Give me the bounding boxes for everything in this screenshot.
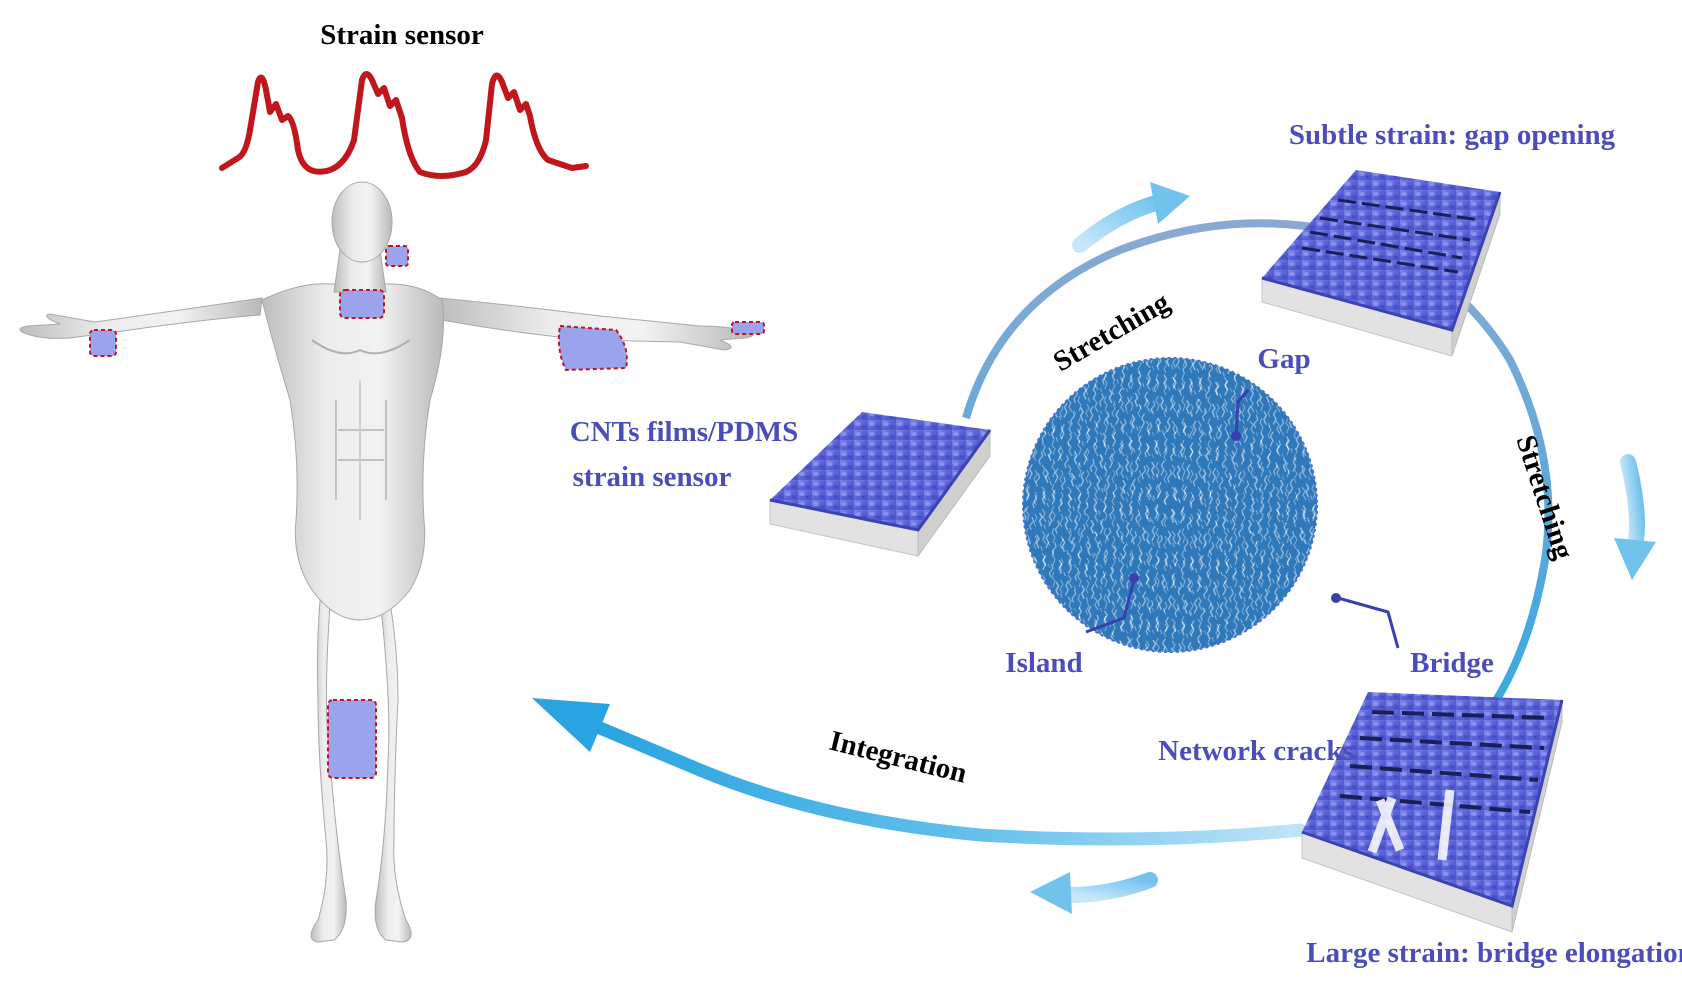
- cnt-label-line1: CNTs films/PDMS: [570, 416, 799, 448]
- film-block-icon: [769, 412, 992, 558]
- sensor-patch-icon: [731, 321, 765, 335]
- subtle-strain-label: Subtle strain: gap opening: [1289, 119, 1616, 151]
- bridge-label: Bridge: [1410, 647, 1494, 679]
- film-block-icon: [1261, 170, 1502, 357]
- strain-signal-waveform: [219, 71, 589, 179]
- large-strain-label: Large strain: bridge elongation: [1306, 937, 1682, 969]
- sensor-patch-icon: [385, 245, 409, 267]
- integration-label: Integration: [826, 725, 970, 790]
- return-arrow-bottom: [1030, 872, 1158, 914]
- sensor-patch-icon: [339, 289, 385, 319]
- stretching-label-right: Stretching: [1510, 431, 1580, 563]
- strain-sensor-title: Strain sensor: [320, 19, 484, 51]
- crack-micrograph-icon: [1022, 357, 1318, 653]
- integration-arrow: [532, 698, 1307, 846]
- gap-pointer: [1234, 389, 1250, 437]
- bridge-pointer-dot: [1331, 593, 1341, 603]
- cnt-label-line2: strain sensor: [573, 461, 732, 493]
- island-label: Island: [1005, 647, 1082, 679]
- film-block-icon: [1301, 692, 1564, 933]
- island-pointer: [1085, 579, 1136, 634]
- stretching-arrow-top: [1072, 182, 1190, 253]
- gap-pointer-dot: [1231, 431, 1241, 441]
- sensor-patch-icon: [89, 329, 117, 357]
- human-body-figure: [19, 181, 754, 943]
- gap-label: Gap: [1257, 343, 1310, 375]
- network-cracks-label: Network cracks: [1158, 735, 1354, 767]
- island-pointer-dot: [1129, 573, 1139, 583]
- sensor-patch-icon: [327, 699, 377, 779]
- bridge-pointer: [1337, 596, 1400, 649]
- stretching-arrow-right: [1614, 454, 1656, 580]
- sensor-patch-icon: [557, 324, 628, 372]
